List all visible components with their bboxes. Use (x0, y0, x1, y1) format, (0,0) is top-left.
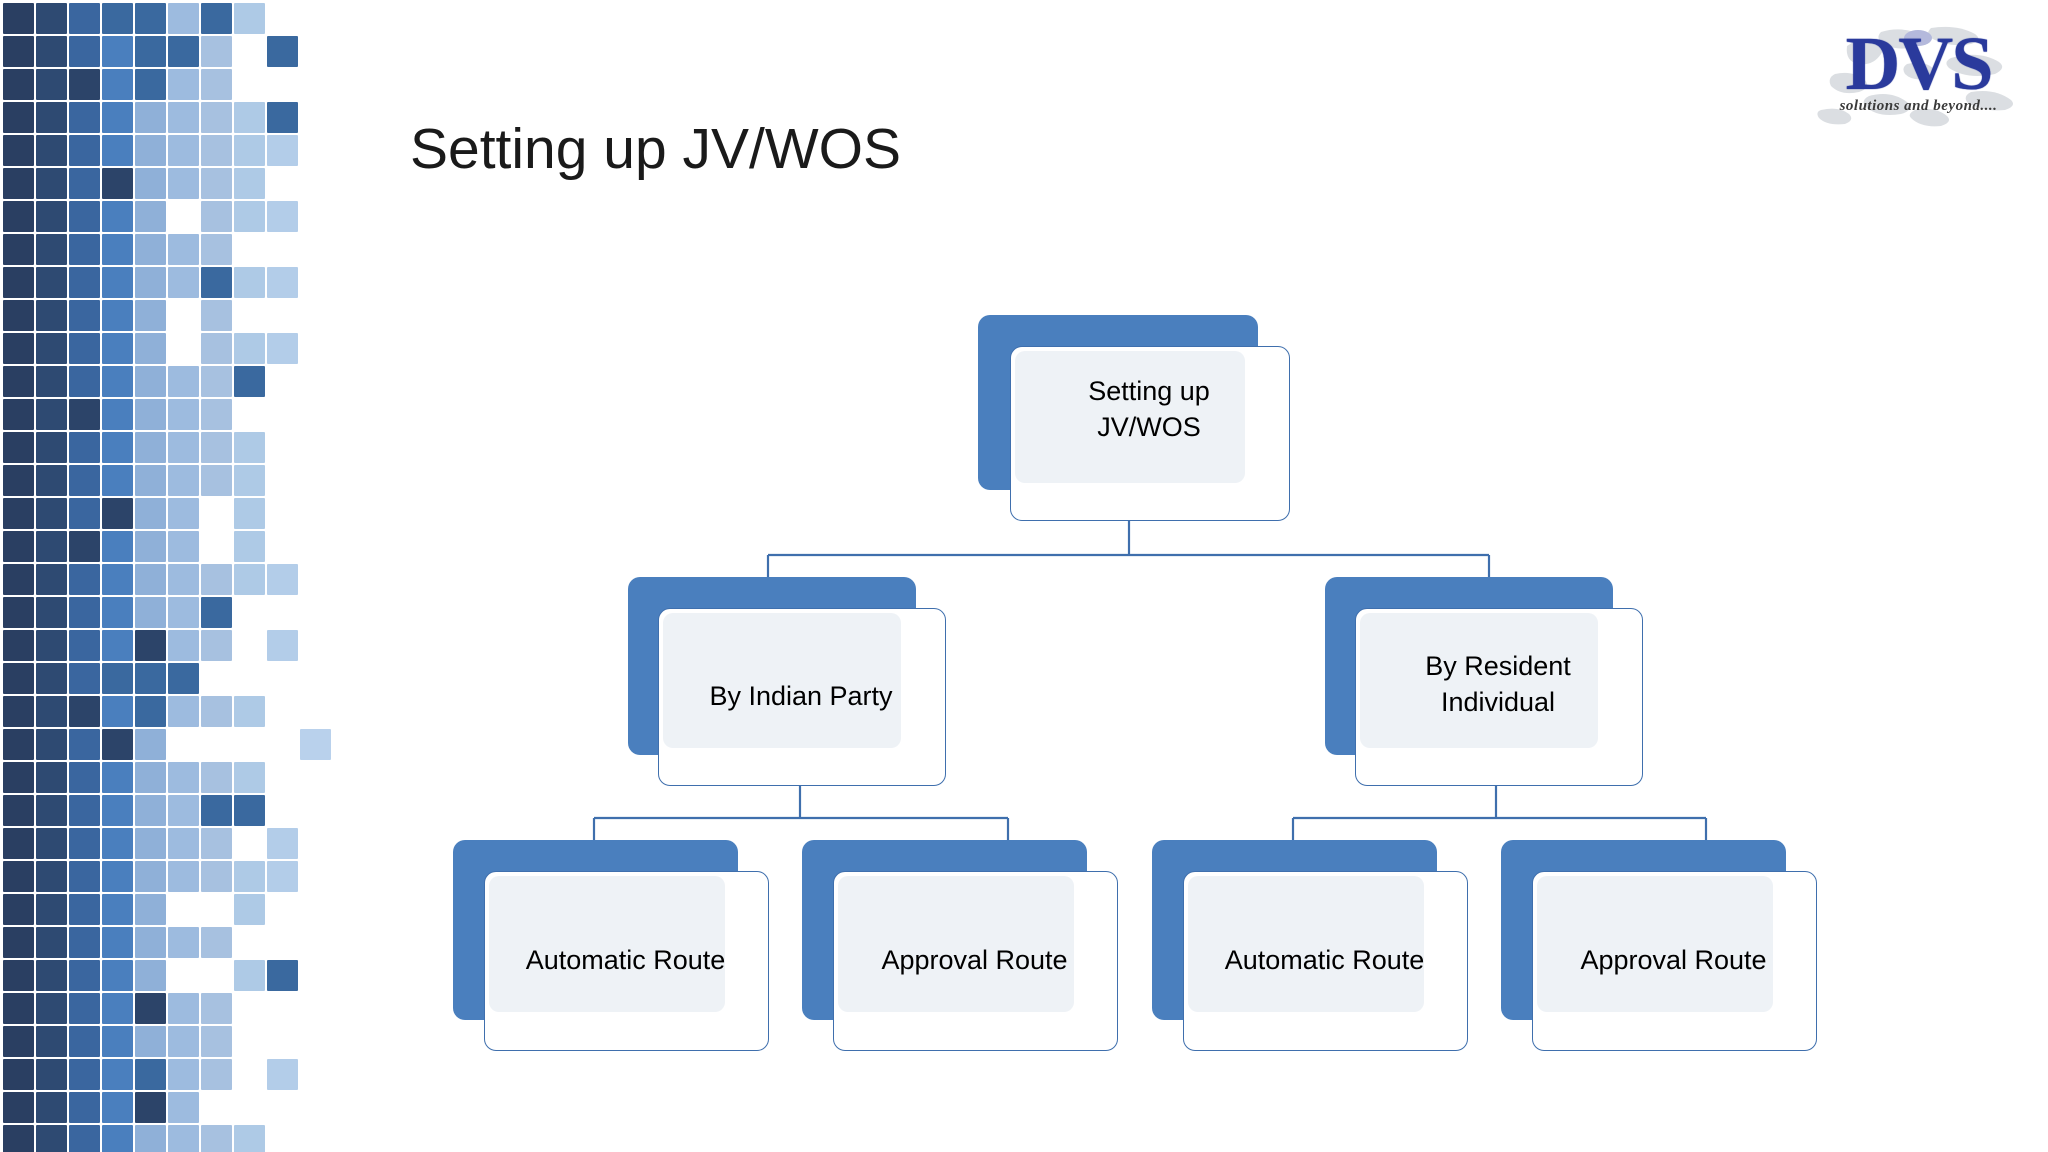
node-fill (1188, 876, 1424, 1012)
node-by-resident-individual[interactable]: By Resident Individual (1325, 577, 1643, 786)
node-fill (663, 613, 901, 748)
node-fill (1015, 351, 1245, 483)
node-resident-automatic-route[interactable]: Automatic Route (1152, 840, 1468, 1052)
dvs-logo: DVS solutions and beyond.... (1811, 18, 2026, 136)
node-indian-approval-route[interactable]: Approval Route (802, 840, 1118, 1052)
node-label: By Indian Party (709, 681, 893, 711)
logo-wordmark: DVS (1845, 22, 1993, 106)
node-indian-automatic-route[interactable]: Automatic Route (453, 840, 769, 1052)
page-title: Setting up JV/WOS (410, 117, 902, 181)
node-label: Automatic Route (525, 945, 726, 975)
node-fill (838, 876, 1074, 1012)
node-fill (489, 876, 725, 1012)
node-label: Setting up JV/WOS (1088, 376, 1210, 442)
logo-tagline: solutions and beyond.... (1839, 98, 1998, 114)
node-label: By Resident Individual (1425, 651, 1571, 717)
globe-watermark-icon (1817, 26, 2013, 127)
node-by-indian-party[interactable]: By Indian Party (628, 577, 946, 786)
node-label: Approval Route (881, 945, 1068, 975)
node-fill (1537, 876, 1773, 1012)
node-fill (1360, 613, 1598, 748)
node-label: Automatic Route (1224, 945, 1425, 975)
node-resident-approval-route[interactable]: Approval Route (1501, 840, 1817, 1052)
node-label: Approval Route (1580, 945, 1767, 975)
node-setting-up-jv-wos[interactable]: Setting up JV/WOS (978, 315, 1290, 521)
